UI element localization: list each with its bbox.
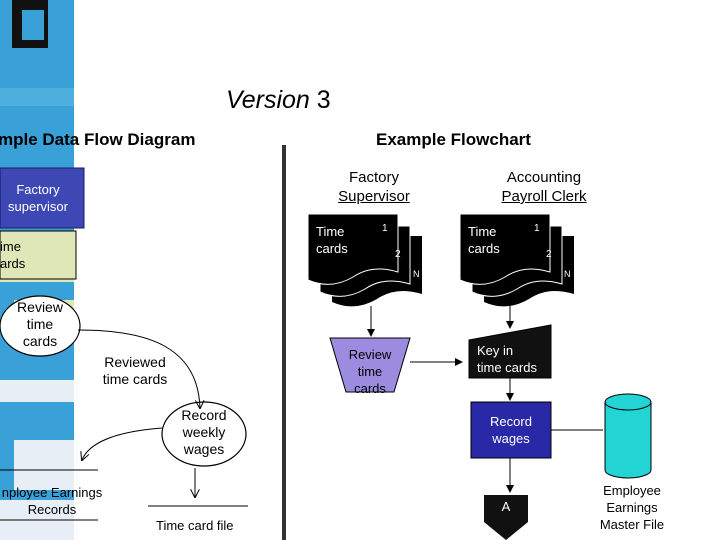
fc-review-manual-op bbox=[329, 337, 411, 393]
fc-payroll-clerk-column: Accounting Payroll Clerk bbox=[501, 169, 587, 205]
dfd-earnings-records-label: nployee Earnings Records bbox=[1, 485, 103, 517]
fc-time-cards-stack-left bbox=[307, 213, 422, 307]
dfd-heading: mple Data Flow Diagram bbox=[0, 130, 196, 149]
title-number: 3 bbox=[316, 86, 331, 114]
dfd-time-card-file-label: Time card file bbox=[156, 518, 234, 533]
fc-key-in-manual-input bbox=[468, 324, 552, 379]
dfd-reviewed-flow-label: Reviewed time cards bbox=[102, 354, 168, 387]
dfd-time-cards-store bbox=[0, 230, 77, 280]
dfd-flow-reviewed bbox=[77, 329, 200, 408]
fc-record-wages-label: Record wages bbox=[490, 414, 532, 446]
dfd-review-process bbox=[0, 295, 81, 357]
fc-offpage-label: A bbox=[501, 499, 511, 514]
fc-doc-left-num-n: N bbox=[413, 269, 420, 279]
fc-doc-right-num-n: N bbox=[564, 269, 571, 279]
dfd-flow-to-earnings bbox=[82, 427, 163, 460]
fc-key-in-label: Key in time cards bbox=[477, 343, 537, 375]
dfd-record-label: Record weekly wages bbox=[181, 407, 227, 457]
dfd-review-label: Review time cards bbox=[17, 299, 63, 349]
fc-doc-left-num-1: 1 bbox=[382, 223, 388, 234]
fc-doc-left-num-2: 2 bbox=[395, 249, 401, 260]
title-word: Version bbox=[226, 86, 310, 114]
fc-factory-supervisor-column: Factory Supervisor bbox=[338, 169, 410, 205]
dfd-factory-supervisor-label: Factory supervisor bbox=[8, 182, 68, 214]
fc-time-cards-stack-right bbox=[459, 213, 574, 307]
fc-doc-right-num-1: 1 bbox=[534, 223, 540, 234]
fc-review-label: Review time cards bbox=[348, 347, 392, 396]
fc-doc-left-label: Time cards bbox=[316, 224, 348, 256]
dfd-time-cards-label: ime ards bbox=[0, 239, 26, 271]
fc-doc-right-num-2: 2 bbox=[546, 249, 552, 260]
fc-master-file-cylinder bbox=[604, 393, 652, 479]
fc-doc-right-label: Time cards bbox=[468, 224, 500, 256]
fc-master-file-label: Employee Earnings Master File bbox=[599, 483, 665, 532]
fc-offpage-connector bbox=[484, 495, 528, 540]
slide-title: Version 3 bbox=[226, 86, 331, 115]
flowchart-heading: Example Flowchart bbox=[376, 130, 531, 149]
dfd-factory-supervisor-entity bbox=[0, 167, 85, 229]
